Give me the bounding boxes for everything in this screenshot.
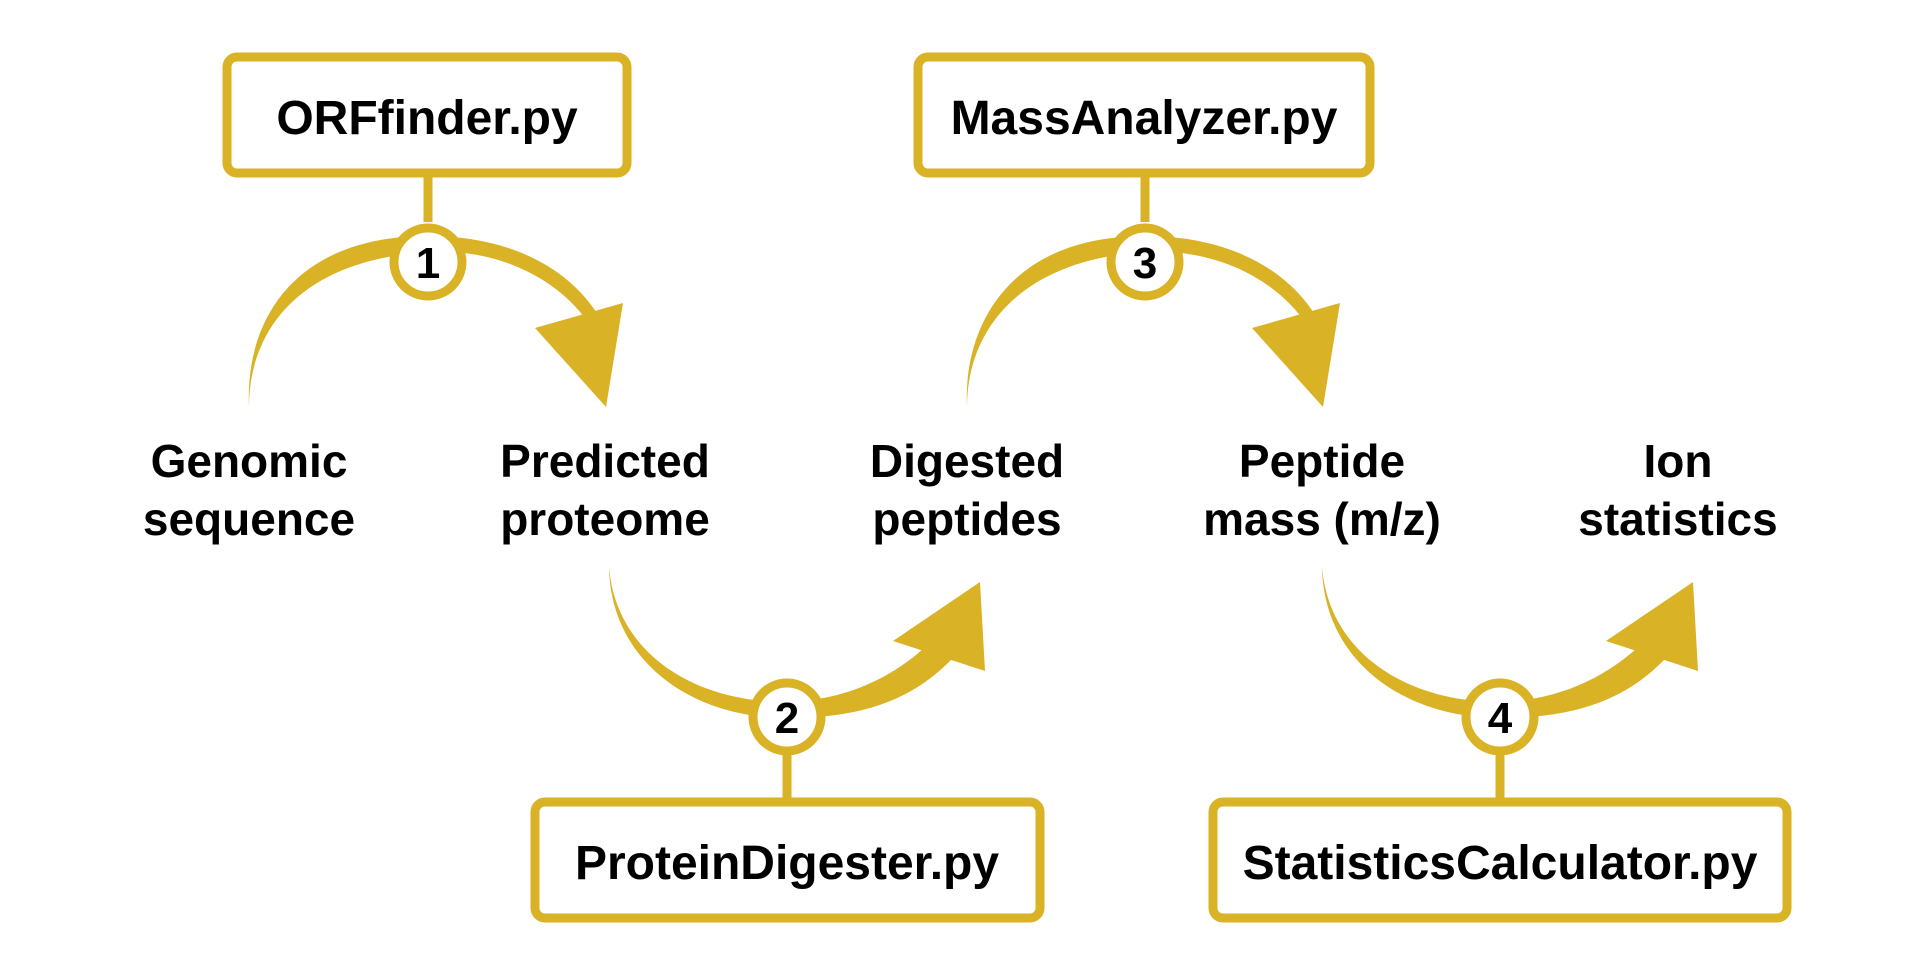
step-number: 4 bbox=[1488, 694, 1513, 743]
node-label-line2: peptides bbox=[872, 493, 1061, 545]
node-label-line1: Genomic bbox=[151, 435, 348, 487]
node-label-line2: mass (m/z) bbox=[1203, 493, 1441, 545]
node-ion-statistics: Ion statistics bbox=[1578, 435, 1777, 545]
step-circle-1: 1 bbox=[389, 223, 467, 301]
node-label-line2: statistics bbox=[1578, 493, 1777, 545]
script-label: ORFfinder.py bbox=[276, 92, 578, 145]
step-circle-3: 3 bbox=[1106, 223, 1184, 301]
node-genomic-sequence: Genomic sequence bbox=[143, 435, 355, 545]
script-box-orffinder: ORFfinder.py bbox=[222, 52, 632, 178]
arrow-4 bbox=[1322, 566, 1698, 718]
node-label-line1: Peptide bbox=[1239, 435, 1405, 487]
step-number: 1 bbox=[416, 239, 440, 288]
step-circle-4: 4 bbox=[1461, 678, 1539, 756]
script-box-proteindigester: ProteinDigester.py bbox=[530, 797, 1045, 923]
node-label-line1: Ion bbox=[1644, 435, 1713, 487]
script-label: ProteinDigester.py bbox=[575, 837, 999, 890]
script-box-statisticscalculator: StatisticsCalculator.py bbox=[1208, 797, 1792, 923]
node-label-line1: Digested bbox=[870, 435, 1064, 487]
script-label: StatisticsCalculator.py bbox=[1243, 837, 1758, 890]
node-peptide-mass: Peptide mass (m/z) bbox=[1203, 435, 1441, 545]
script-label: MassAnalyzer.py bbox=[951, 92, 1338, 145]
node-predicted-proteome: Predicted proteome bbox=[500, 435, 710, 545]
step-number: 2 bbox=[775, 694, 799, 743]
arrow-1 bbox=[248, 236, 623, 407]
node-label-line1: Predicted bbox=[500, 435, 710, 487]
node-digested-peptides: Digested peptides bbox=[870, 435, 1064, 545]
script-box-massanalyzer: MassAnalyzer.py bbox=[913, 52, 1375, 178]
step-circle-2: 2 bbox=[748, 678, 826, 756]
arrow-2 bbox=[609, 566, 985, 718]
node-label-line2: sequence bbox=[143, 493, 355, 545]
step-number: 3 bbox=[1133, 239, 1157, 288]
arrow-3 bbox=[966, 236, 1340, 407]
node-label-line2: proteome bbox=[500, 493, 710, 545]
